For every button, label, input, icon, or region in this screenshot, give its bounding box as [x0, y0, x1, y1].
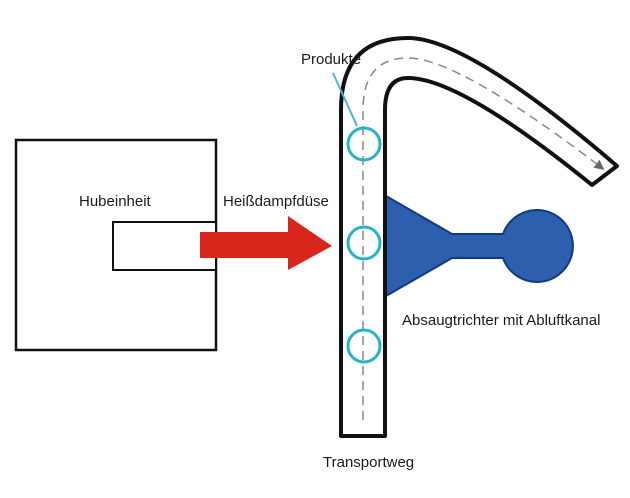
transport-path-label: Transportweg [323, 454, 414, 471]
transport-direction-line [362, 57, 605, 420]
steam-nozzle-arrow [200, 216, 332, 270]
products-pointer-line [332, 72, 358, 127]
lift-unit-label: Hubeinheit [79, 193, 152, 210]
products-label: Produkte [301, 51, 361, 68]
suction-funnel [385, 195, 574, 297]
product-ring-3 [346, 328, 382, 364]
product-ring-1 [346, 126, 382, 162]
lift-unit-piston [112, 221, 217, 271]
suction-funnel-label: Absaugtrichter mit Abluftkanal [402, 312, 600, 329]
product-ring-2 [346, 225, 382, 261]
steam-nozzle-label: Heißdampfdüse [223, 193, 329, 210]
transport-channel [339, 36, 619, 438]
